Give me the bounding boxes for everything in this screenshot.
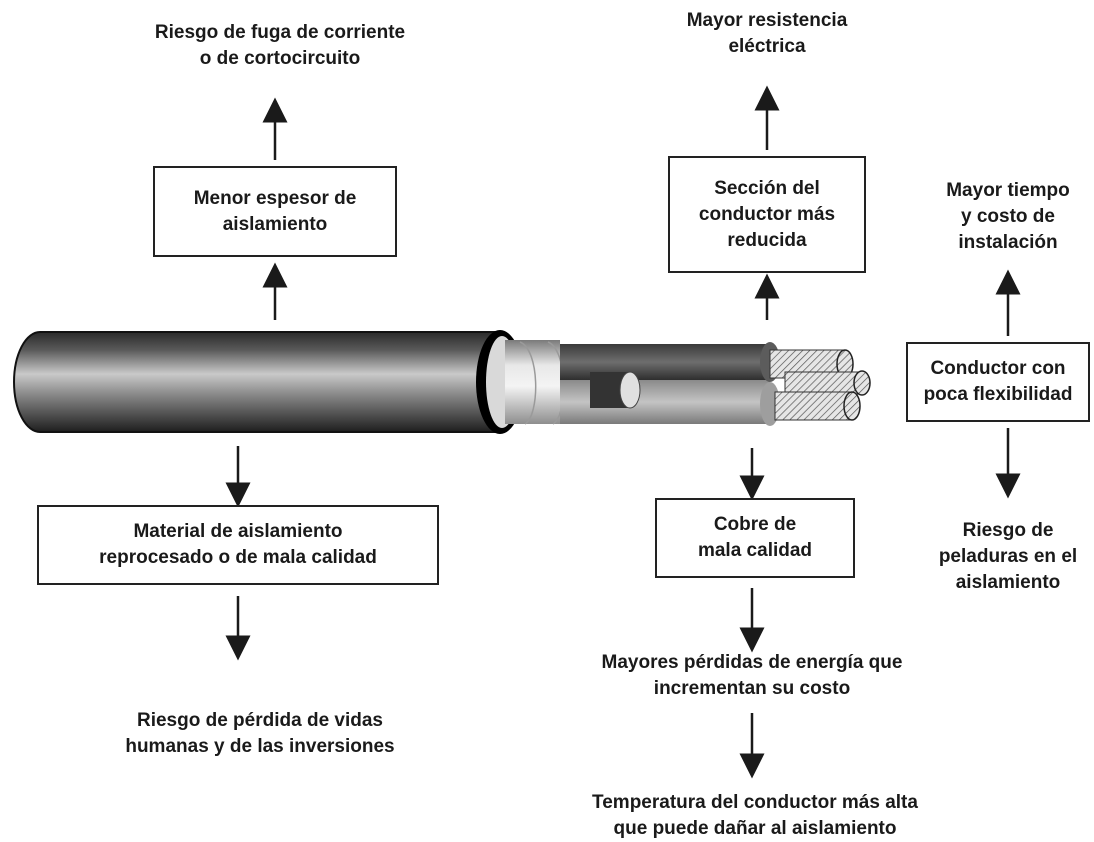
cable-screen (505, 340, 565, 425)
cable-cores (560, 342, 780, 426)
right-box: Conductor con poca flexibilidad (906, 342, 1090, 422)
right-top-text: Mayor tiempo y costo de instalación (946, 180, 1070, 253)
left-top-text: Riesgo de fuga de corriente o de cortoci… (154, 22, 406, 69)
middle-text-1: Mayores pérdidas de energía que incremen… (601, 652, 903, 699)
left-bottom-text: Riesgo de pérdida de vidas humanas y de … (125, 710, 395, 757)
cable-jacket (13, 330, 524, 434)
middle-text-2: Temperatura del conductor más alta que p… (592, 792, 918, 839)
cable-conductors (769, 349, 871, 421)
left-top-box: Menor espesor de aislamiento (153, 166, 397, 257)
left-bottom-box: Material de aislamiento reprocesado o de… (37, 505, 439, 585)
middle-top-box: Sección del conductor más reducida (668, 156, 866, 273)
right-bottom-text: Riesgo de peladuras en el aislamiento (938, 520, 1078, 593)
middle-bottom-box: Cobre de mala calidad (655, 498, 855, 578)
middle-top-text: Mayor resistencia eléctrica (686, 10, 848, 57)
